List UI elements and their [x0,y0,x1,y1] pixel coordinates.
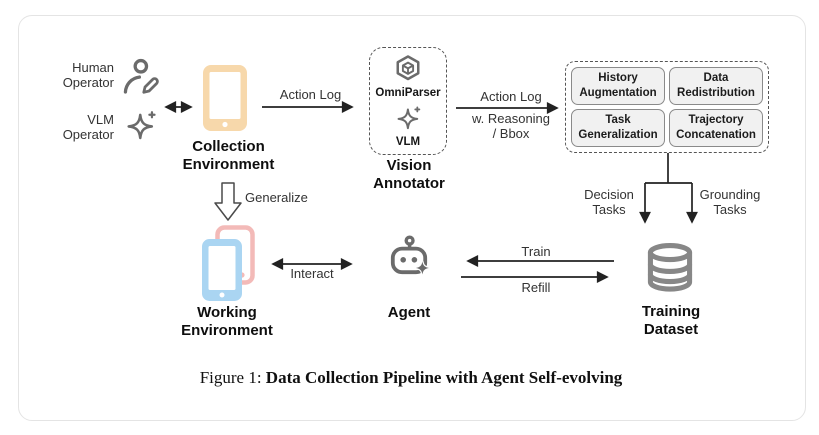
vlm-operator-label: VLM Operator [62,112,114,143]
generalize-label: Generalize [245,190,308,205]
vision-annotator-label: Vision Annotator [373,157,445,193]
refill-label: Refill [521,280,551,295]
training-dataset-label: Training Dataset [641,303,701,339]
annotated-log-top-label: Action Log [480,89,542,104]
working-phone-front-icon [202,239,242,301]
decision-tasks-label: Decision Tasks [584,187,634,218]
human-operator-label: Human Operator [62,60,114,91]
action-log-label: Action Log [279,87,342,102]
agent-label: Agent [387,304,431,321]
annotated-log-bottom-label: w. Reasoning / Bbox [471,111,551,142]
interact-label: Interact [290,266,334,281]
task-history-augmentation: History Augmentation [571,67,665,105]
task-task-generalization: Task Generalization [571,109,665,147]
vlm-annotator-sparkle-icon [394,104,423,133]
collection-phone-icon [203,65,247,131]
figure-caption: Figure 1: Data Collection Pipeline with … [18,368,804,388]
vlm-label: VLM [395,135,421,148]
figure-caption-prefix: Figure 1: [199,368,266,387]
train-label: Train [521,244,551,259]
vision-annotator-box: OmniParser VLM [369,47,447,155]
data-augmentation-box: History Augmentation Data Redistribution… [565,61,769,153]
vlm-sparkle-icon [123,107,159,145]
task-data-redistribution: Data Redistribution [669,67,763,105]
human-operator-icon [117,55,161,101]
task-trajectory-concatenation: Trajectory Concatenation [669,109,763,147]
training-dataset-icon [641,235,699,303]
figure-caption-title: Data Collection Pipeline with Agent Self… [265,368,623,387]
grounding-tasks-label: Grounding Tasks [699,187,761,218]
agent-icon [385,234,433,284]
working-environment-label: Working Environment [181,304,273,340]
omniparser-label: OmniParser [375,87,441,99]
collection-environment-label: Collection Environment [182,138,275,174]
omniparser-icon [393,54,423,84]
